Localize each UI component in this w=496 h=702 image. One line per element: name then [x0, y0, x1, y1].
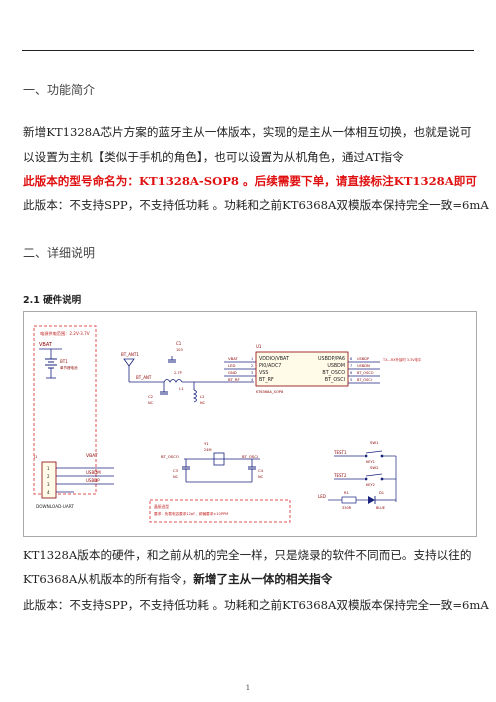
u1-pin-right-4: BT_OSCI — [325, 377, 345, 383]
j1-label: J1 — [33, 454, 38, 459]
led-label: LED — [318, 494, 326, 499]
sw1-switch — [365, 450, 383, 454]
j1-net-usbdm: USBDM — [86, 470, 101, 475]
u1-pin-right-2: USBDM — [327, 363, 345, 369]
subsection-title: 2.1 硬件说明 — [23, 295, 82, 306]
y1-value: 24M — [204, 448, 211, 452]
section-title-2: 二、详细说明 — [23, 246, 96, 260]
pin-num-1: 1 — [251, 357, 253, 361]
u1-chip — [255, 351, 349, 387]
pin-num-8: 8 — [350, 357, 352, 361]
intro-line-1: 新增KT1328A芯片方案的蓝牙主从一体版本，实现的是主从一体相互切换，也就是说… — [23, 125, 472, 139]
l1-label: L1 — [179, 386, 184, 391]
key1-label: KEY1 — [366, 460, 375, 464]
pin-num-5: 5 — [350, 378, 352, 382]
body-line-2: KT6368A从机版本的所有指令，新增了主从一体的相关指令 — [23, 572, 332, 587]
c2-value: NC — [148, 401, 154, 405]
j1-net-usbdp: USBDP — [86, 478, 100, 483]
c1-value: 103 — [176, 348, 183, 352]
l1-value: 2.7P — [174, 371, 182, 375]
section-title-1: 一、功能简介 — [23, 83, 96, 97]
c4-value: NC — [258, 475, 264, 479]
l2-label: L2 — [200, 394, 205, 399]
tx-rx-note: TX---RX外接时 3.3V电平 — [382, 357, 422, 362]
test1-label: TEST1 — [333, 450, 347, 455]
u1-pin-left-2: PI0/ADC7 — [259, 363, 281, 369]
c3-label: C3 — [173, 468, 179, 473]
sw1-label: SW1 — [370, 440, 379, 445]
r1-resistor — [341, 496, 357, 504]
net-led: LED — [228, 363, 236, 368]
d1-value: BLUE — [376, 506, 385, 510]
u1-pin-right-3: BT_OSCO — [322, 370, 345, 376]
u1-label: U1 — [256, 344, 262, 349]
body-line-3: 此版本：不支持SPP，不支持低功耗 。功耗和之前KT6368A双模版本保持完全一… — [23, 598, 489, 612]
y1-label: Y1 — [204, 441, 209, 446]
pin-num-3: 3 — [251, 371, 253, 375]
pin-num-7: 7 — [350, 364, 352, 368]
pin-num-2: 2 — [251, 364, 253, 368]
bt1-label: BT1 — [60, 359, 68, 364]
test2-label: TEST2 — [333, 473, 347, 478]
d1-diode-icon — [368, 496, 375, 504]
voltage-note: 电源供电范围：2.2V-3.7V — [40, 330, 90, 337]
j1-net-vbat: VBAT — [86, 453, 98, 459]
net-gnd: GND — [228, 370, 237, 375]
l2-value: NC — [200, 401, 206, 405]
pin-num-4: 4 — [251, 378, 254, 382]
j1-pin-1: 1 — [47, 466, 50, 471]
intro-note-line: 此版本：不支持SPP，不支持低功耗 。功耗和之前KT6368A双模版本保持完全一… — [23, 198, 489, 212]
d1-label: D1 — [379, 491, 384, 495]
c3-value: NC — [173, 475, 179, 479]
j1-pin-3: 3 — [47, 482, 50, 487]
page-number: 1 — [245, 684, 251, 692]
net-usbdp: USBDP — [357, 357, 369, 361]
sw2-switch — [365, 473, 383, 477]
key2-label: KEY2 — [366, 483, 375, 487]
crystal-note-box — [149, 499, 291, 523]
c1-label: C1 — [176, 341, 182, 346]
osco-label: BT_OSCO — [161, 454, 179, 459]
sw2-label: SW2 — [370, 465, 379, 470]
l1-inductor — [163, 379, 183, 383]
body-line-1: KT1328A版本的硬件，和之前从机的完全一样，只是烧录的软件不同而已。支持以往… — [23, 548, 472, 562]
header-rule — [22, 50, 474, 51]
body-line-2-b: 新增了主从一体的相关指令 — [193, 572, 333, 586]
bt1-desc: 单节锂电池 — [60, 365, 78, 370]
bt-ant1-label: BT_ANT1 — [121, 352, 139, 357]
net-bt-osco: BT_OSCO — [357, 371, 374, 375]
u1-pin-right-1: USBDP/PA6 — [318, 356, 345, 362]
intro-line-2: 以设置为主机【类似于手机的角色】，也可以设置为从机角色，通过AT指令 — [23, 150, 404, 164]
bt-ant-label: BT_ANT — [136, 375, 152, 380]
antenna-icon — [123, 358, 135, 367]
net-bt-rf: BT_RF — [228, 377, 240, 382]
battery-note-box — [33, 325, 97, 495]
vbat-label: VBAT — [39, 342, 53, 348]
c4-label: C4 — [258, 468, 264, 473]
schematic-figure: 电源供电范围：2.2V-3.7V VBAT BT1 单节锂电池 BT_ANT1 … — [23, 311, 477, 537]
c2-label: C2 — [148, 394, 154, 399]
net-vbat: VBAT — [228, 356, 239, 361]
osci-label: BT_OSCI — [242, 454, 258, 459]
schematic-svg: 电源供电范围：2.2V-3.7V VBAT BT1 单节锂电池 BT_ANT1 … — [33, 325, 422, 523]
r1-value: 330R — [342, 506, 352, 510]
model-name-line: 此版本的型号命名为：KT1328A-SOP8 。后续需要下单，请直接标注KT13… — [23, 174, 477, 188]
j1-pin-2: 2 — [47, 474, 50, 479]
net-bt-osci: BT_OSCI — [357, 378, 372, 382]
crystal-note-2: 要求：负载电容要求12pF，频偏要求±10PPM — [154, 511, 228, 516]
r1-label: R1 — [344, 491, 349, 495]
l2-inductor — [192, 389, 197, 403]
crystal-note-1: 晶振选型 — [154, 504, 169, 509]
body-line-2-a: KT6368A从机版本的所有指令， — [23, 572, 194, 586]
pin-num-6: 6 — [350, 371, 352, 375]
u1-pin-left-1: VDDIO/VBAT — [259, 356, 289, 362]
j1-pin-4: 4 — [47, 490, 50, 495]
j1-name: DOWNLOAD-UART — [36, 504, 74, 509]
crystal-y1 — [213, 452, 225, 466]
net-usbdm: USBDM — [357, 364, 370, 368]
u1-part: KT6368A_SOP8 — [256, 390, 284, 394]
u1-pin-left-3: VSS — [259, 370, 268, 376]
u1-pin-left-4: BT_RF — [259, 377, 274, 383]
j1-connector — [41, 461, 57, 499]
